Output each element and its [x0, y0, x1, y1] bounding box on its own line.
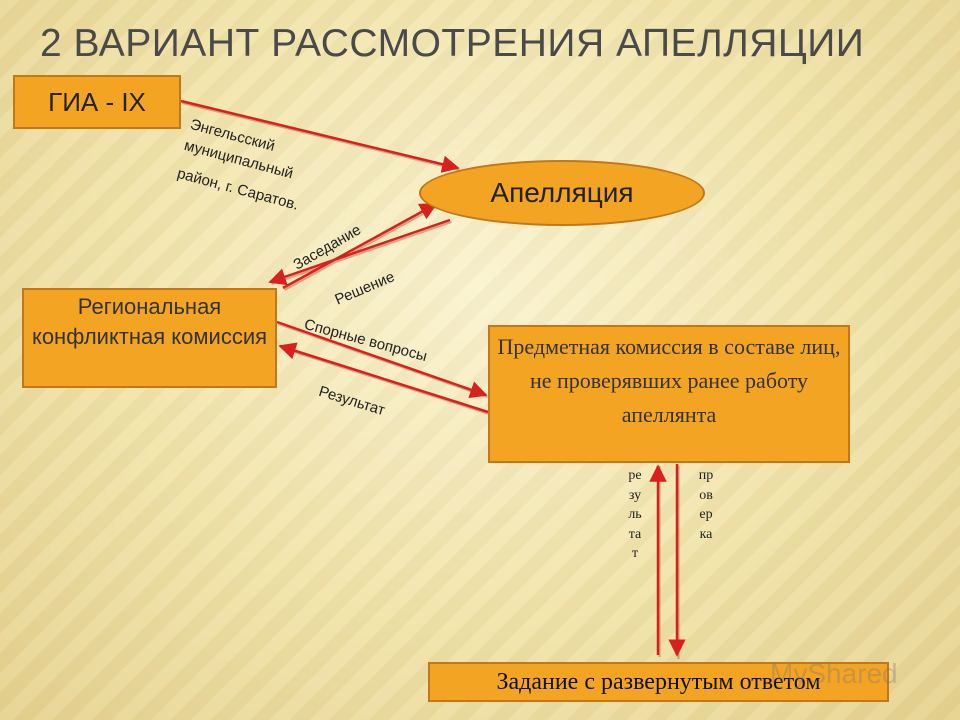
node-gia: ГИА - IX	[13, 75, 181, 129]
arrow-gia-to-appeal	[180, 99, 460, 173]
arrow-region-to-subject	[276, 320, 488, 399]
node-appeal: Апелляция	[419, 160, 705, 226]
slide-title: 2 ВАРИАНТ РАССМОТРЕНИЯ АПЕЛЛЯЦИИ	[40, 22, 865, 65]
arrow-appeal-to-region	[268, 218, 451, 286]
arrow-region-to-appeal	[282, 202, 438, 290]
arrow-subject-to-region	[278, 342, 489, 414]
watermark-logo: MyShared	[770, 658, 898, 689]
node-subject-commission: Предметная комиссия в составе лиц, не пр…	[488, 325, 850, 463]
label-vertical-result: результат	[628, 468, 642, 561]
label-vertical-check: проверка	[698, 468, 714, 542]
node-regional-commission: Региональная конфликтная комиссия	[22, 288, 277, 388]
node-task: Задание с развернутым ответом	[428, 662, 889, 702]
